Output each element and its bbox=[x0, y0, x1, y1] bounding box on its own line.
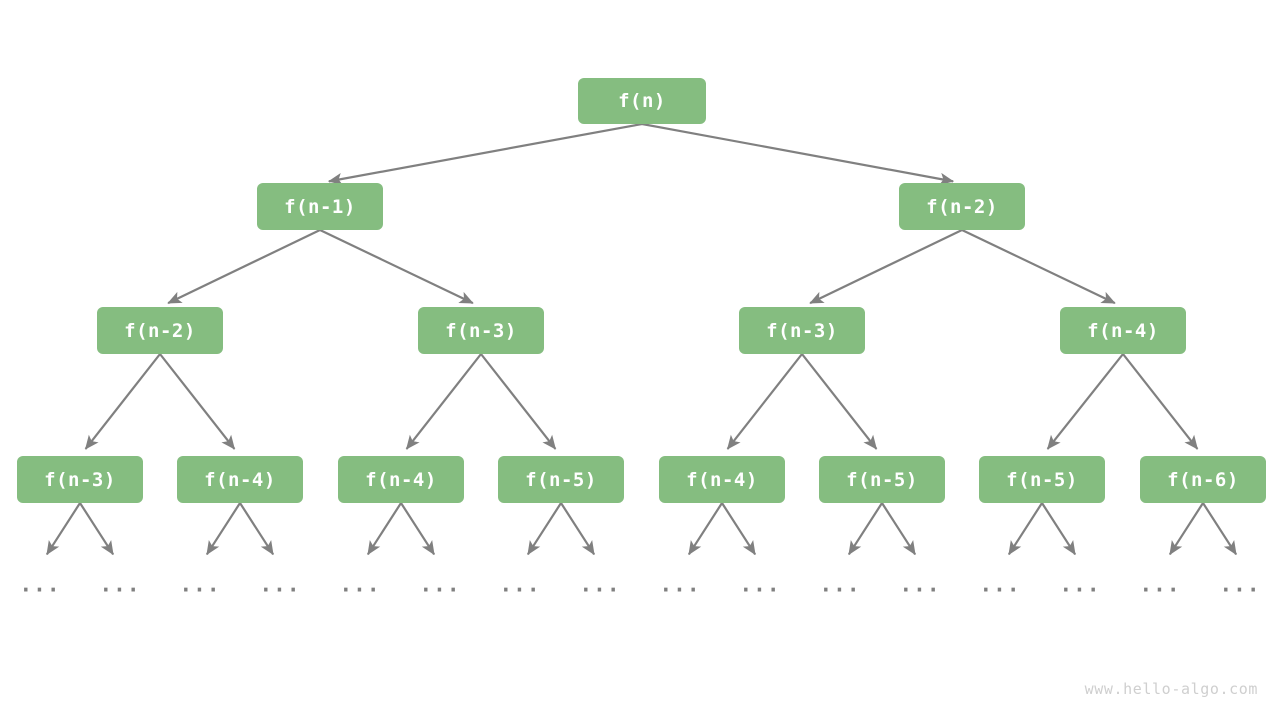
tree-edge bbox=[526, 502, 562, 556]
tree-edge bbox=[1202, 502, 1238, 556]
tree-edge bbox=[801, 353, 878, 450]
tree-node-3-4: f(n-4) bbox=[659, 456, 785, 503]
tree-edge bbox=[1168, 502, 1204, 556]
tree-edge bbox=[319, 229, 474, 305]
tree-edge bbox=[79, 502, 115, 556]
tree-node-3-0: f(n-3) bbox=[17, 456, 143, 503]
tree-edge bbox=[641, 122, 955, 186]
tree-node-3-3: f(n-5) bbox=[498, 456, 624, 503]
tree-edge bbox=[1122, 353, 1199, 450]
tree-node-2-1: f(n-3) bbox=[418, 307, 544, 354]
tree-edge bbox=[84, 353, 161, 450]
ellipsis-marker: ... bbox=[99, 572, 141, 597]
tree-edge bbox=[809, 229, 963, 305]
ellipsis-marker: ... bbox=[339, 572, 381, 597]
tree-edge bbox=[327, 122, 643, 186]
ellipsis-marker: ... bbox=[659, 572, 701, 597]
watermark: www.hello-algo.com bbox=[1084, 680, 1258, 698]
tree-node-2-2: f(n-3) bbox=[739, 307, 865, 354]
ellipsis-marker: ... bbox=[499, 572, 541, 597]
ellipsis-marker: ... bbox=[739, 572, 781, 597]
tree-node-2-0: f(n-2) bbox=[97, 307, 223, 354]
tree-node-3-1: f(n-4) bbox=[177, 456, 303, 503]
ellipsis-marker: ... bbox=[1219, 572, 1261, 597]
tree-edge bbox=[847, 502, 883, 556]
tree-edge bbox=[480, 353, 557, 450]
ellipsis-marker: ... bbox=[819, 572, 861, 597]
ellipsis-marker: ... bbox=[1059, 572, 1101, 597]
tree-node-3-7: f(n-6) bbox=[1140, 456, 1266, 503]
tree-node-3-2: f(n-4) bbox=[338, 456, 464, 503]
tree-edge bbox=[239, 502, 275, 556]
tree-edge bbox=[167, 229, 321, 305]
ellipsis-marker: ... bbox=[179, 572, 221, 597]
tree-edge bbox=[881, 502, 917, 556]
ellipsis-marker: ... bbox=[979, 572, 1021, 597]
tree-edge bbox=[726, 353, 803, 450]
tree-edge bbox=[159, 353, 236, 450]
ellipsis-marker: ... bbox=[579, 572, 621, 597]
tree-edge bbox=[366, 502, 402, 556]
tree-edge bbox=[687, 502, 723, 556]
ellipsis-marker: ... bbox=[259, 572, 301, 597]
tree-edge bbox=[45, 502, 81, 556]
tree-node-1-0: f(n-1) bbox=[257, 183, 383, 230]
tree-edge bbox=[560, 502, 596, 556]
ellipsis-marker: ... bbox=[1139, 572, 1181, 597]
tree-edge bbox=[405, 353, 482, 450]
tree-edge bbox=[1041, 502, 1077, 556]
tree-node-3-5: f(n-5) bbox=[819, 456, 945, 503]
tree-edge bbox=[1007, 502, 1043, 556]
tree-edge bbox=[400, 502, 436, 556]
tree-node-2-3: f(n-4) bbox=[1060, 307, 1186, 354]
tree-edge bbox=[1046, 353, 1124, 450]
ellipsis-marker: ... bbox=[419, 572, 461, 597]
tree-node-0-0: f(n) bbox=[578, 78, 706, 124]
tree-edge bbox=[205, 502, 241, 556]
tree-edge bbox=[961, 229, 1116, 305]
ellipsis-marker: ... bbox=[899, 572, 941, 597]
tree-edge bbox=[721, 502, 757, 556]
tree-node-1-1: f(n-2) bbox=[899, 183, 1025, 230]
ellipsis-marker: ... bbox=[19, 572, 61, 597]
tree-node-3-6: f(n-5) bbox=[979, 456, 1105, 503]
